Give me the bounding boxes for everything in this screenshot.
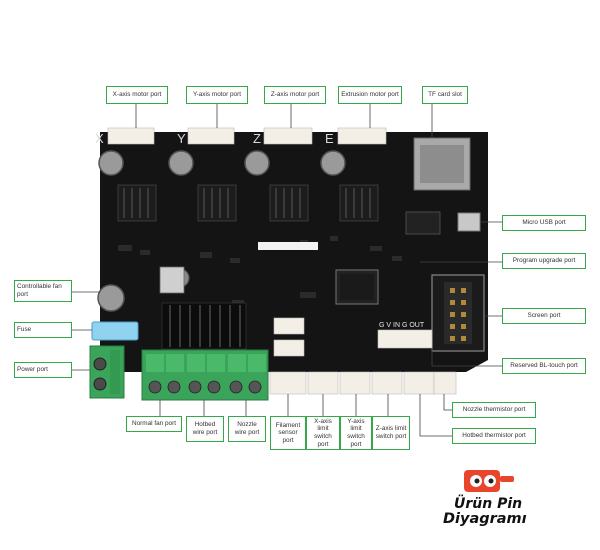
small-connector [159, 266, 185, 294]
y-motor-connector [187, 127, 235, 145]
silkscreen-bar [258, 242, 318, 250]
axis-y-letter: Y [177, 131, 186, 146]
brand-line-2: Diyagramı [443, 511, 527, 527]
brand-logo: Ürün Pin Diyagramı [441, 467, 541, 533]
output-terminal-block [141, 349, 269, 401]
mosfet-heatsink [161, 302, 247, 350]
brand-line-1: Ürün Pin [454, 496, 523, 512]
filament-connector-lower [273, 339, 305, 357]
label-power-port: Power port [14, 362, 72, 378]
label-hotbed-wire-port: Hotbed wire port [186, 416, 224, 442]
label-normal-fan-port: Normal fan port [126, 416, 182, 432]
label-micro-usb-port: Micro USB port [502, 215, 586, 231]
brand-robot-logo [464, 470, 514, 492]
filament-connector-upper [273, 317, 305, 335]
e-motor-connector [337, 127, 387, 145]
screen-header [431, 274, 485, 352]
stepper-drivers [117, 184, 379, 222]
bltouch-connector [377, 329, 433, 349]
label-fuse: Fuse [14, 322, 72, 338]
power-terminal [89, 345, 125, 399]
label-y-limit-switch-port: Y-axis limit switch port [340, 416, 372, 450]
label-tf-card-slot: TF card slot [422, 86, 468, 104]
axis-x-letter: X [95, 131, 104, 146]
header-pin-labels: G V IN G OUT [379, 322, 425, 329]
z-motor-connector [263, 127, 313, 145]
axis-e-letter: E [325, 131, 334, 146]
leader-lines [72, 104, 502, 437]
label-nozzle-wire-port: Nozzle wire port [228, 416, 266, 442]
fuse-component [91, 321, 139, 341]
bottom-connectors [269, 371, 457, 395]
label-x-motor-port: X-axis motor port [106, 86, 168, 104]
label-z-motor-port: Z-axis motor port [264, 86, 326, 104]
axis-z-letter: Z [253, 131, 261, 146]
motor-connectors [107, 127, 387, 145]
label-z-limit-switch-port: Z-axis limit switch port [372, 416, 410, 450]
label-hotbed-thermistor-port: Hotbed thermistor port [452, 428, 536, 444]
usb-chip [405, 211, 441, 235]
label-reserved-bltouch-port: Reserved BL-touch port [502, 358, 586, 374]
mcu-chip [335, 269, 379, 305]
label-x-limit-switch-port: X-axis limit switch port [306, 416, 340, 450]
x-motor-connector [107, 127, 155, 145]
label-program-upgrade-port: Program upgrade port [502, 253, 586, 269]
micro-usb-connector [457, 212, 481, 232]
label-y-motor-port: Y-axis motor port [186, 86, 248, 104]
label-extrusion-motor-port: Extrusion motor port [338, 86, 402, 104]
tf-card-slot [413, 137, 471, 191]
label-filament-sensor-port: Filament sensor port [270, 416, 306, 450]
label-nozzle-thermistor-port: Nozzle thermistor port [452, 402, 536, 418]
label-screen-port: Screen port [502, 308, 586, 324]
label-controllable-fan-port: Controllable fan port [14, 280, 72, 302]
